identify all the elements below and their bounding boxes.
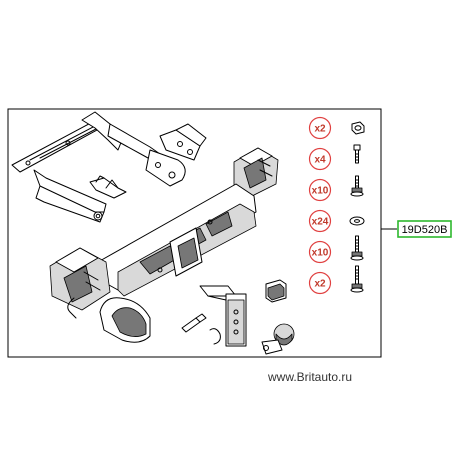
qty-circle: [308, 240, 332, 264]
part-number-box: [397, 220, 452, 238]
tow-ball: [261, 323, 295, 355]
side-bracket: [159, 123, 207, 161]
hardware-item-6: x2: [308, 265, 364, 295]
qty-circle: [308, 178, 332, 202]
nut-icon: [351, 121, 365, 135]
qty-circle: [308, 209, 332, 233]
qty-circle: [308, 116, 332, 140]
qty-text: x2: [314, 279, 326, 290]
part-number-text: 19D520B: [402, 224, 448, 236]
qty-text: x4: [314, 155, 326, 166]
hardware-item-2: x4: [308, 144, 361, 171]
website-text: www.Britauto.ru: [267, 370, 352, 384]
socket-cover: [99, 297, 151, 343]
qty-circle: [308, 271, 332, 295]
long-bolt-icon: [350, 265, 364, 293]
qty-text: x10: [312, 248, 329, 259]
hardware-item-3: x10: [308, 175, 364, 202]
mounting-frame: [11, 111, 186, 223]
qty-text: x2: [314, 124, 326, 135]
qty-text: x24: [312, 217, 329, 228]
part-number-label[interactable]: 19D520B: [397, 220, 452, 238]
hardware-item-1: x2: [308, 116, 365, 140]
bolt-icon: [353, 144, 361, 164]
hardware-item-5: x10: [308, 235, 364, 264]
tow-bar-cross-beam: [49, 147, 279, 319]
cover-cap: [265, 279, 287, 303]
long-bolt-icon: [350, 235, 364, 261]
qty-text: x10: [312, 186, 329, 197]
tow-ball-mount: [199, 285, 247, 347]
washer-icon: [349, 216, 365, 226]
locking-pin: [181, 313, 221, 345]
flange-bolt-icon: [350, 175, 364, 197]
qty-circle: [308, 147, 332, 171]
hardware-item-4: x24: [308, 209, 365, 233]
